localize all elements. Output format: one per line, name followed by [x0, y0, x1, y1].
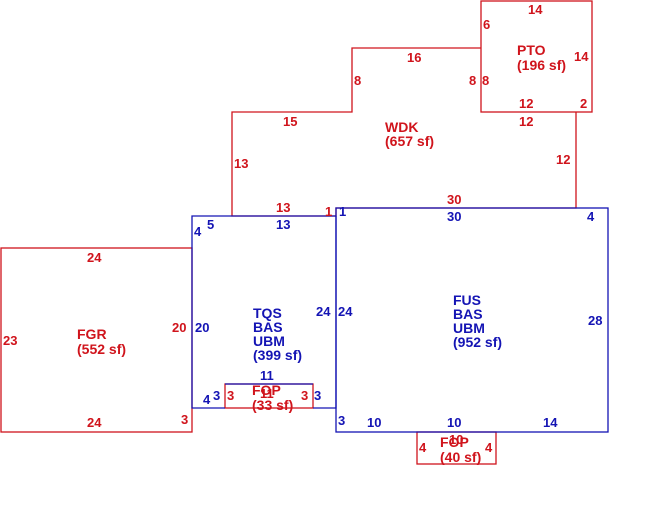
dim-fus-bottom-14: 14 [543, 415, 558, 430]
dim-tqs-right: 24 [316, 304, 331, 319]
fgr-code: FGR [77, 326, 107, 342]
tqs-line3: UBM [253, 333, 285, 349]
fus-area: (952 sf) [453, 334, 502, 350]
dim-fus-bottom-3: 3 [338, 413, 345, 428]
dim-wdk-bottom-r: 30 [447, 192, 461, 207]
dim-fus-left: 24 [338, 304, 353, 319]
dim-fus-bottom-10a: 10 [367, 415, 381, 430]
tqs-outline [191, 215, 336, 409]
fus-line1: FUS [453, 292, 481, 308]
dim-wdk-upper-left: 15 [283, 114, 297, 129]
dim-tqs-top-5: 5 [207, 217, 214, 232]
dim-pto-br: 2 [580, 96, 587, 111]
fgr-area: (552 sf) [77, 341, 126, 357]
pto-outline [480, 0, 593, 113]
dim-pto-right: 14 [574, 49, 589, 64]
pto-code: PTO [517, 42, 546, 58]
dim-fop2-right: 4 [485, 440, 493, 455]
fus-outline [335, 207, 609, 433]
dim-wdk-step-l: 8 [354, 73, 361, 88]
dim-tqs-bottom-3: 3 [213, 388, 220, 403]
dim-wdk-right-top: 12 [519, 114, 533, 129]
dim-tqs-bottom-3b: 3 [314, 388, 321, 403]
dim-fop1-top: 11 [260, 386, 274, 401]
fop1-code: FOP [252, 382, 281, 398]
tqs-line2: BAS [253, 319, 283, 335]
dim-wdk-step-r: 8 [469, 73, 476, 88]
dim-tqs-bottom-4: 4 [203, 392, 211, 407]
tqs-area: (399 sf) [253, 347, 302, 363]
dim-tqs-bottom-11: 11 [260, 368, 274, 383]
fus-line2: BAS [453, 306, 483, 322]
wdk-area: (657 sf) [385, 133, 434, 149]
dim-fus-right: 28 [588, 313, 602, 328]
dim-wdk-right: 12 [556, 152, 570, 167]
dim-fgr-bottom: 24 [87, 415, 102, 430]
dim-fgr-left: 23 [3, 333, 17, 348]
dim-fop1-right: 3 [301, 388, 308, 403]
fop1-area: (33 sf) [252, 397, 293, 413]
dim-wdk-bottom-l: 13 [276, 200, 290, 215]
dim-fus-top-4: 4 [587, 209, 595, 224]
dim-fop2-left: 4 [419, 440, 427, 455]
dim-fop1-left: 3 [227, 388, 234, 403]
pto-area: (196 sf) [517, 57, 566, 73]
dim-fgr-right: 20 [172, 320, 186, 335]
dim-pto-top: 14 [528, 2, 543, 17]
dim-tqs-left: 20 [195, 320, 209, 335]
dim-fus-top-1: 1 [339, 204, 346, 219]
dim-wdk-left: 13 [234, 156, 248, 171]
dim-fgr-br: 3 [181, 412, 188, 427]
dim-pto-left: 6 [483, 17, 490, 32]
fus-line3: UBM [453, 320, 485, 336]
fop2-area: (40 sf) [440, 449, 481, 465]
dim-fus-bottom-10b: 10 [447, 415, 461, 430]
dim-wdk-step-r2: 8 [482, 73, 489, 88]
tqs-line1: TQS [253, 305, 282, 321]
wdk-code: WDK [385, 119, 418, 135]
dim-fop2-top: 10 [449, 432, 463, 447]
dim-fus-top: 30 [447, 209, 461, 224]
dim-wdk-bottom-1: 1 [325, 204, 332, 219]
dim-fgr-top: 24 [87, 250, 102, 265]
dim-tqs-top-4: 4 [194, 224, 202, 239]
dim-wdk-top: 16 [407, 50, 421, 65]
fop2-code: FOP [440, 434, 469, 450]
dim-tqs-top: 13 [276, 217, 290, 232]
dim-pto-bottom: 12 [519, 96, 533, 111]
